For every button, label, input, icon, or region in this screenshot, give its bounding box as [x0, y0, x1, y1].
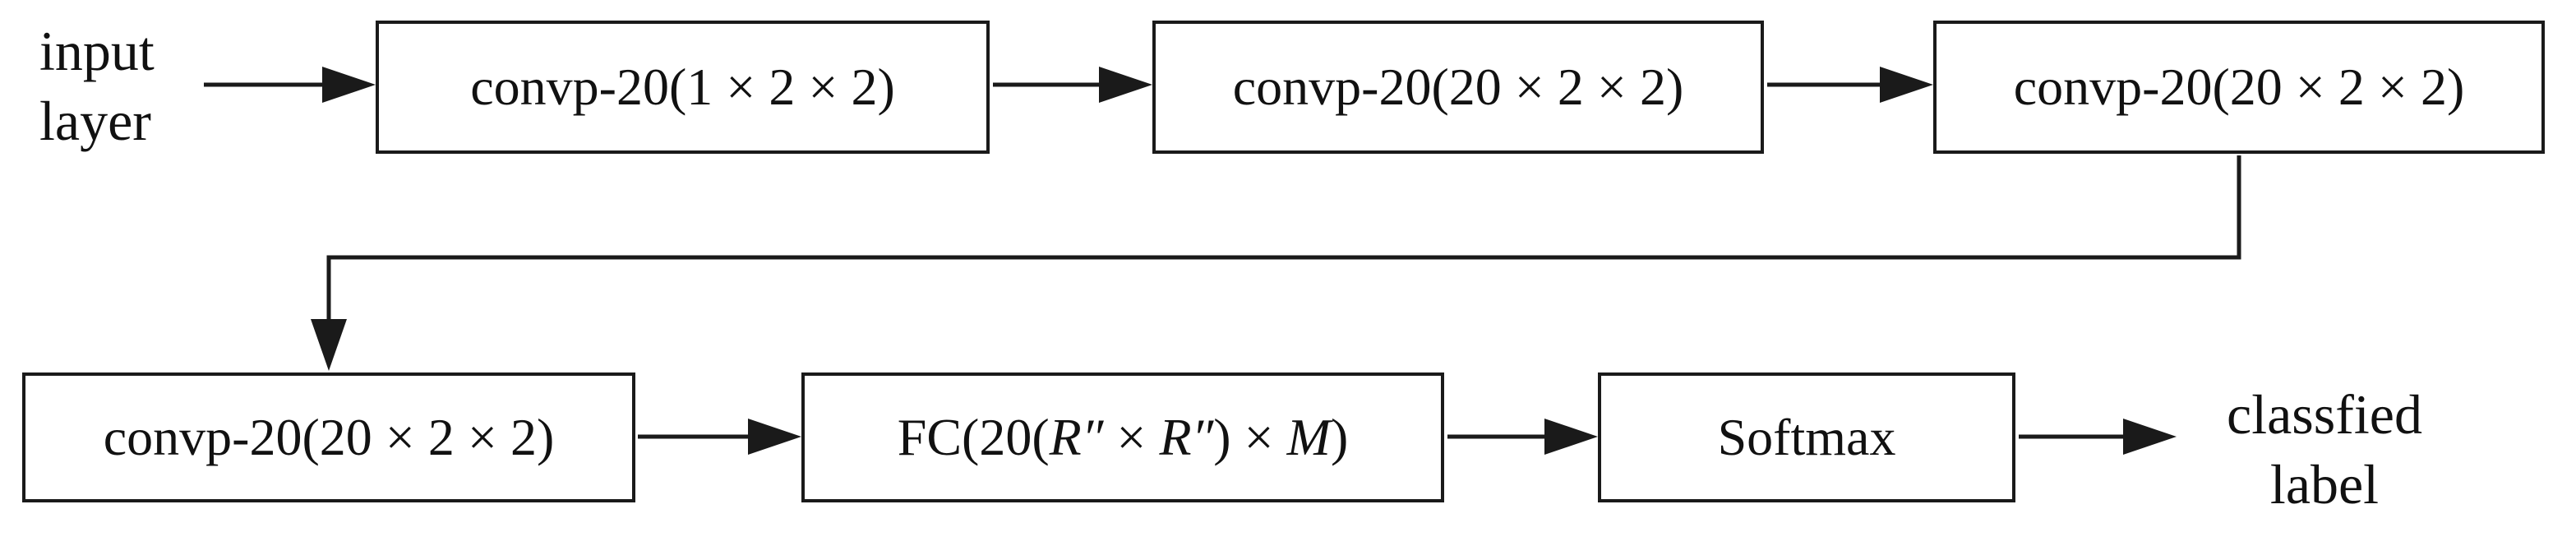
conv2-node: convp-20(20 × 2 × 2) — [1152, 21, 1764, 154]
fc-label-times1: × — [1103, 408, 1160, 466]
arrow-conv2-to-conv3 — [1767, 67, 1933, 103]
arrow-conv4-to-fc — [638, 419, 801, 455]
classified-label-line2: label — [2269, 453, 2380, 516]
arrow-conv3-to-conv4-elbow — [311, 155, 2241, 371]
fc-node-label: FC(20(R″ × R″) × M) — [898, 411, 1349, 464]
input-layer-label-line2: layer — [39, 90, 151, 152]
fc-label-m: M — [1286, 408, 1331, 466]
fc-label-close-times: ) × — [1213, 408, 1287, 466]
fc-label-r1: R″ — [1049, 408, 1104, 466]
conv4-node: convp-20(20 × 2 × 2) — [22, 372, 635, 502]
input-layer-label: input layer — [39, 16, 155, 156]
conv4-node-label: convp-20(20 × 2 × 2) — [103, 408, 555, 466]
arrow-softmax-to-output — [2019, 419, 2177, 455]
arrow-conv1-to-conv2 — [993, 67, 1152, 103]
classified-label-text: classfied label — [2178, 380, 2471, 520]
arrow-fc-to-softmax — [1447, 419, 1598, 455]
conv2-node-label: convp-20(20 × 2 × 2) — [1232, 58, 1684, 116]
softmax-node: Softmax — [1598, 372, 2015, 502]
arrow-input-to-conv1 — [204, 67, 376, 103]
conv1-node-label: convp-20(1 × 2 × 2) — [470, 58, 895, 116]
softmax-node-label: Softmax — [1717, 408, 1896, 466]
classified-label-line1: classfied — [2227, 383, 2422, 446]
fc-label-prefix: FC(20( — [897, 408, 1050, 466]
conv3-node: convp-20(20 × 2 × 2) — [1933, 21, 2545, 154]
fc-label-r2: R″ — [1159, 408, 1214, 466]
fc-label-suffix: ) — [1330, 408, 1349, 466]
input-layer-label-line1: input — [39, 20, 155, 82]
conv3-node-label: convp-20(20 × 2 × 2) — [2013, 58, 2465, 116]
fc-node: FC(20(R″ × R″) × M) — [801, 372, 1444, 502]
conv1-node: convp-20(1 × 2 × 2) — [376, 21, 990, 154]
